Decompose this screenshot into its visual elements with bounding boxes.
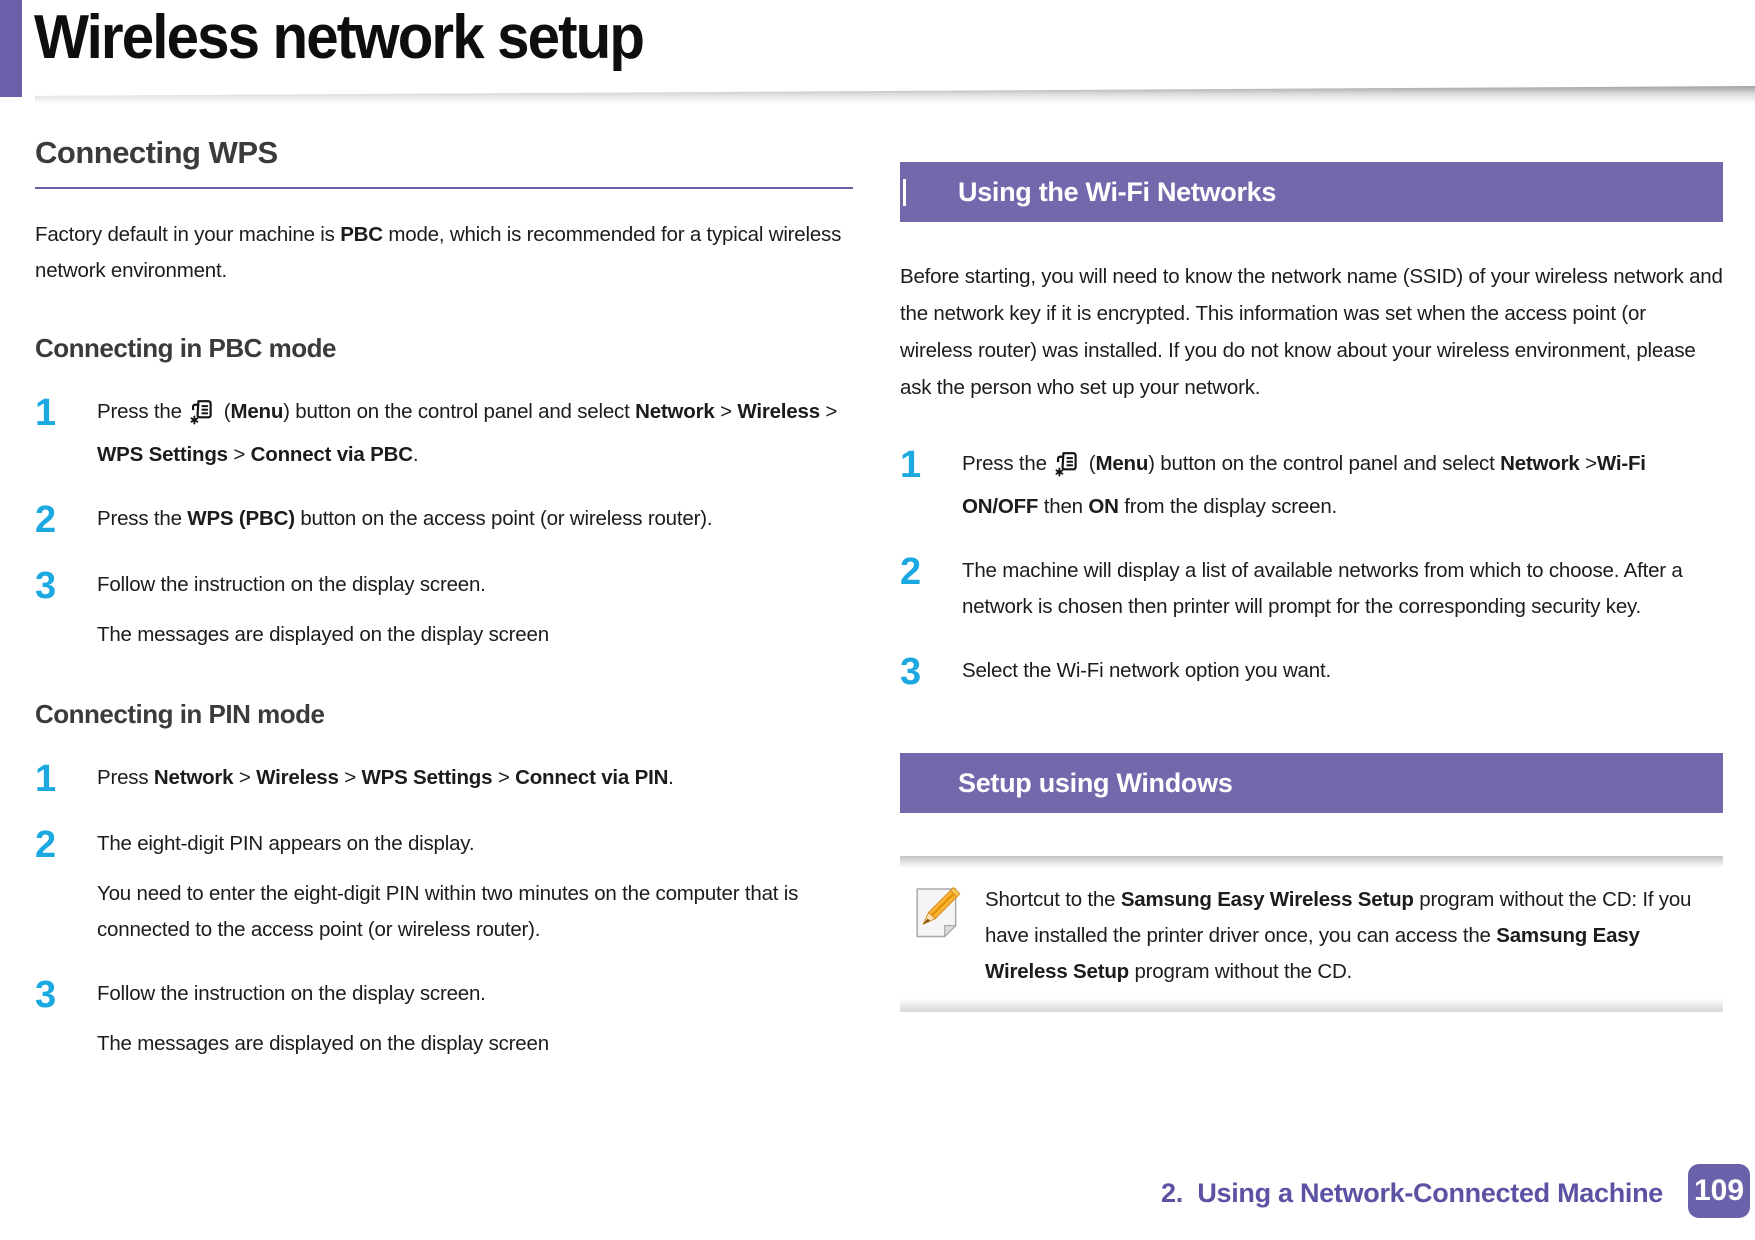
menu-icon — [1054, 450, 1081, 489]
step-number: 2 — [35, 824, 57, 866]
step-number: 3 — [35, 565, 57, 607]
step-subtext: The messages are displayed on the displa… — [97, 1032, 549, 1055]
intro-paragraph: Factory default in your machine is PBC m… — [35, 223, 842, 282]
banner-using-wifi-networks: Using the Wi-Fi Networks — [900, 162, 1723, 222]
pbc-step-3: 3 Follow the instruction on the display … — [35, 567, 853, 605]
header-divider — [35, 86, 1755, 104]
step-text: Select the Wi-Fi network option you want… — [962, 659, 1331, 682]
left-column: Connecting WPS Factory default in your m… — [35, 135, 853, 1090]
banner-tick — [903, 179, 906, 206]
chapter-color-bar — [0, 0, 22, 97]
step-subtext: The messages are displayed on the displa… — [97, 623, 549, 646]
step-number: 3 — [900, 651, 922, 693]
subheading-pbc-mode: Connecting in PBC mode — [35, 333, 337, 363]
step-number: 2 — [900, 551, 922, 593]
pbc-step-2: 2 Press the WPS (PBC) button on the acce… — [35, 501, 853, 539]
banner-label: Setup using Windows — [958, 768, 1233, 798]
pin-step-3: 3 Follow the instruction on the display … — [35, 976, 853, 1014]
step-text: Press the (Menu) button on the control p… — [97, 398, 838, 466]
pbc-step-1: 1 Press the (Menu) button on the control… — [35, 394, 853, 473]
step-text: Follow the instruction on the display sc… — [97, 573, 486, 596]
wifi-step-3: 3 Select the Wi-Fi network option you wa… — [900, 653, 1723, 691]
footer-chapter-label: 2. Using a Network-Connected Machine — [1161, 1178, 1663, 1208]
note-text: Shortcut to the Samsung Easy Wireless Se… — [985, 888, 1692, 983]
section-rule — [35, 187, 853, 189]
pin-step-2: 2 The eight-digit PIN appears on the dis… — [35, 826, 853, 864]
step-text: Press the WPS (PBC) button on the access… — [97, 507, 713, 530]
wifi-step-1: 1 Press the (Menu) button on the control… — [900, 446, 1723, 525]
step-number: 1 — [35, 392, 57, 434]
section-heading-connecting-wps: Connecting WPS — [35, 135, 278, 170]
step-text: Follow the instruction on the display sc… — [97, 982, 486, 1005]
wifi-intro-paragraph: Before starting, you will need to know t… — [900, 265, 1723, 399]
banner-setup-using-windows: Setup using Windows — [900, 753, 1723, 813]
banner-label: Using the Wi-Fi Networks — [958, 177, 1277, 207]
wifi-step-2: 2 The machine will display a list of ava… — [900, 553, 1723, 625]
pencil-note-icon — [912, 878, 970, 947]
step-text: The machine will display a list of avail… — [962, 559, 1683, 618]
page-number-badge: 109 — [1688, 1164, 1750, 1218]
step-number: 1 — [35, 758, 57, 800]
step-text: Press Network > Wireless > WPS Settings … — [97, 766, 674, 789]
step-text: Press the (Menu) button on the control p… — [962, 450, 1646, 518]
step-number: 1 — [900, 444, 922, 486]
right-column: Using the Wi-Fi Networks Before starting… — [900, 162, 1723, 1012]
step-number: 3 — [35, 974, 57, 1016]
step-text: The eight-digit PIN appears on the displ… — [97, 832, 475, 855]
note-box: Shortcut to the Samsung Easy Wireless Se… — [900, 856, 1723, 1012]
pin-step-1: 1 Press Network > Wireless > WPS Setting… — [35, 760, 853, 798]
step-number: 2 — [35, 499, 57, 541]
menu-icon — [189, 398, 216, 437]
subheading-pin-mode: Connecting in PIN mode — [35, 699, 325, 729]
step-subtext: You need to enter the eight-digit PIN wi… — [97, 882, 799, 941]
page-title: Wireless network setup — [34, 3, 645, 72]
